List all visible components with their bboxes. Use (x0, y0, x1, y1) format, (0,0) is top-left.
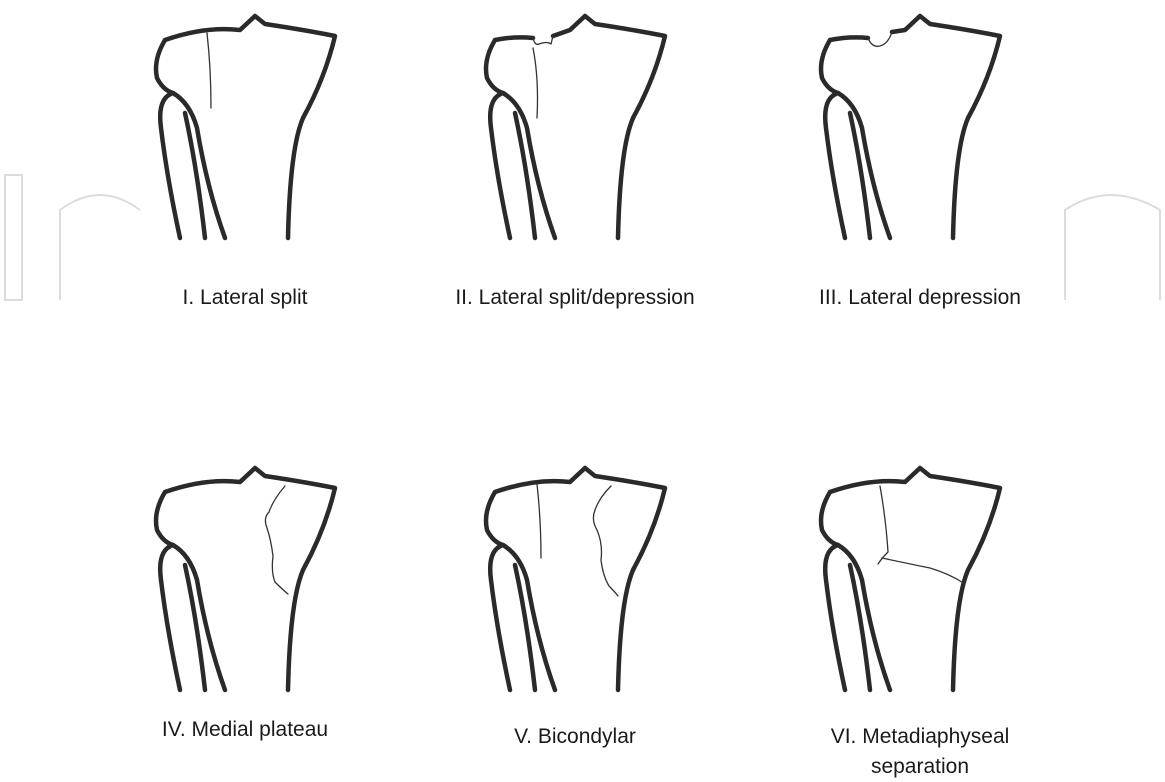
caption-type-4: IV. Medial plateau (130, 715, 360, 745)
tibia-diagram (810, 460, 1010, 695)
caption-type-6-line-1: VI. Metadiaphyseal (790, 722, 1050, 752)
caption-type-5: V. Bicondylar (475, 722, 675, 752)
tibia-diagram (810, 8, 1010, 243)
caption-type-1: I. Lateral split (130, 283, 360, 313)
tibia-diagram (145, 8, 345, 243)
caption-type-2: II. Lateral split/depression (430, 283, 720, 313)
panel-type-3 (810, 8, 1010, 243)
tibia-diagram (475, 460, 675, 695)
caption-type-6: VI. Metadiaphyseal separation (790, 722, 1050, 782)
panel-type-1 (145, 8, 345, 243)
caption-type-3: III. Lateral depression (795, 283, 1045, 313)
panel-type-5 (475, 460, 675, 695)
panel-type-4 (145, 460, 345, 695)
tibia-diagram (475, 8, 675, 243)
caption-type-6-line-2: separation (790, 752, 1050, 782)
tibia-diagram (145, 460, 345, 695)
panel-type-6 (810, 460, 1010, 695)
panel-type-2 (475, 8, 675, 243)
